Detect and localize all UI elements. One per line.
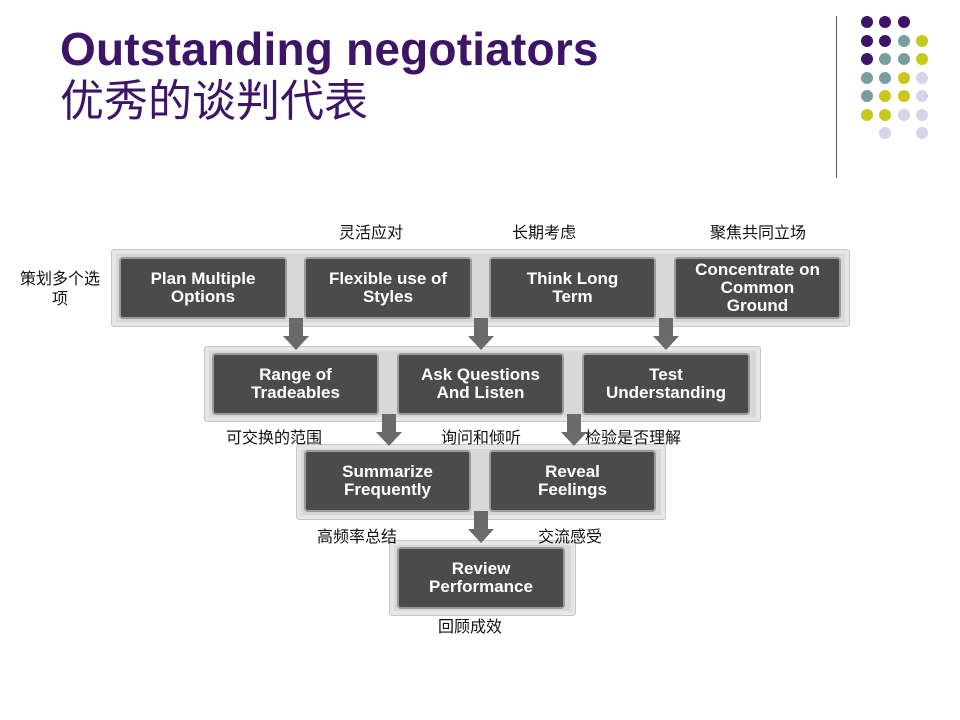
decorative-dot — [897, 34, 910, 47]
decorative-dot — [897, 90, 910, 102]
flow-arrow — [376, 414, 402, 446]
decorative-dot — [879, 127, 891, 139]
flow-arrow — [561, 414, 587, 446]
decorative-dot — [860, 34, 873, 47]
decorative-dot — [897, 53, 910, 65]
decorative-dot — [916, 53, 928, 65]
decorative-dot — [860, 53, 873, 65]
step-test-understanding: Test Understanding — [584, 355, 748, 413]
annotation-ask-questions-and-listen: 询问和倾听 — [441, 428, 522, 447]
annotation-reveal-feelings: 交流感受 — [538, 527, 603, 546]
decorative-dot — [879, 34, 891, 47]
annotation-summarize-frequently: 高频率总结 — [317, 527, 398, 546]
decorative-dot — [879, 16, 891, 28]
step-flexible-use-of-styles: Flexible use of Styles — [306, 259, 470, 317]
decorative-dot — [860, 16, 873, 28]
annotation-think-long-term: 长期考虑 — [512, 223, 577, 242]
annotation-range-of-tradeables: 可交换的范围 — [226, 428, 323, 447]
decorative-dot — [897, 71, 910, 84]
step-reveal-feelings: Reveal Feelings — [491, 452, 654, 510]
flow-arrow — [468, 318, 494, 350]
annotation-test-understanding: 检验是否理解 — [585, 428, 682, 447]
decorative-dot — [860, 71, 873, 84]
decorative-dot — [916, 71, 928, 84]
decorative-dot — [879, 90, 891, 102]
decorative-dot — [879, 108, 891, 121]
decorative-dot — [897, 108, 910, 121]
step-think-long-term: Think Long Term — [491, 259, 654, 317]
decorative-dot — [916, 34, 928, 47]
decorative-dot — [879, 71, 891, 84]
decorative-dot — [916, 90, 928, 102]
step-ask-questions-and-listen: Ask Questions And Listen — [399, 355, 562, 413]
flow-arrow — [468, 511, 494, 543]
step-range-of-tradeables: Range of Tradeables — [214, 355, 377, 413]
decorative-dot — [879, 53, 891, 65]
decorative-divider — [836, 16, 837, 178]
step-summarize-frequently: Summarize Frequently — [306, 452, 469, 510]
title-english: Outstanding negotiators — [60, 23, 599, 75]
title-chinese: 优秀的谈判代表 — [60, 76, 368, 127]
decorative-dot — [860, 90, 873, 102]
annotation-flexible-use-of-styles: 灵活应对 — [339, 223, 404, 242]
decorative-dot — [916, 127, 928, 139]
annotation-plan-multiple-options: 策划多个选 项 — [19, 269, 100, 308]
decorative-dot — [897, 16, 910, 28]
decorative-dot — [860, 108, 873, 121]
step-review-performance: Review Performance — [399, 549, 563, 607]
annotation-review-performance: 回顾成效 — [438, 617, 503, 636]
annotation-concentrate-on-common-ground: 聚焦共同立场 — [710, 223, 807, 242]
decorative-dot — [916, 108, 928, 121]
slide-title: Outstanding negotiators 优秀的谈判代表 — [60, 26, 599, 124]
flow-arrow — [653, 318, 679, 350]
flow-arrow — [283, 318, 309, 350]
step-concentrate-on-common-ground: Concentrate on Common Ground — [676, 259, 839, 317]
step-plan-multiple-options: Plan Multiple Options — [121, 259, 285, 317]
